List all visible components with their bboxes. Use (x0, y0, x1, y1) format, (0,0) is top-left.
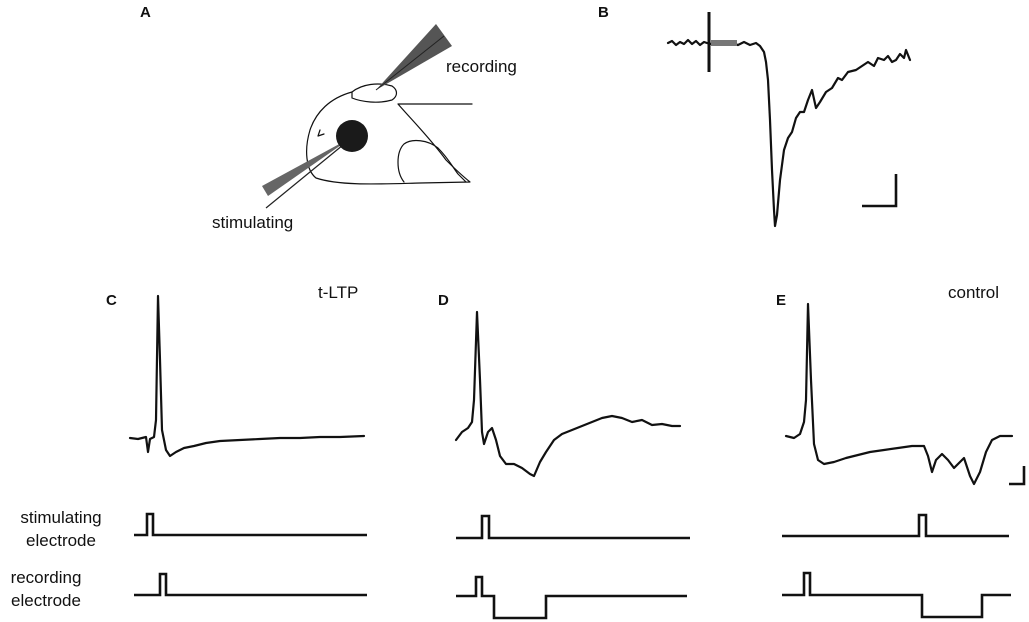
panel-e: E control (776, 283, 1026, 619)
panel-c: C t-LTP (106, 283, 367, 597)
recording-row-label-1: recording (11, 568, 82, 587)
t-ltp-stimulating-pulse (134, 512, 367, 537)
stimulation-site (336, 120, 368, 152)
stimulating-electrode (262, 136, 354, 196)
t-ltd-recording-pulse (456, 575, 687, 620)
stimulating-row-label-2: electrode (26, 531, 96, 550)
control-stimulating-pulse (782, 513, 1009, 538)
panel-d: D (438, 292, 690, 620)
stimulating-row-label-1: stimulating (20, 508, 101, 527)
t-ltp-trace (128, 294, 366, 458)
scale-bar-e (1009, 466, 1026, 486)
panel-c-letter: C (106, 292, 117, 309)
panel-a: A recording stimulating (140, 4, 517, 232)
control-recording-pulse (782, 571, 1011, 619)
slice-outline (306, 91, 473, 185)
recording-label: recording (446, 57, 517, 76)
stimulating-electrode-shaft (265, 135, 355, 209)
panel-e-title: control (948, 283, 999, 302)
slice-notch (317, 129, 325, 137)
t-ltp-recording-pulse (134, 572, 367, 597)
panel-e-letter: E (776, 292, 786, 309)
evoked-response-trace (666, 38, 912, 228)
t-ltd-trace (454, 310, 682, 478)
scale-bar-b (862, 174, 898, 208)
stimulus-bar (711, 40, 737, 46)
panel-b: B (598, 4, 912, 228)
panel-d-letter: D (438, 292, 449, 309)
panel-a-letter: A (140, 4, 151, 21)
recording-row-label-2: electrode (11, 591, 81, 610)
stimulating-label: stimulating (212, 213, 293, 232)
row-labels: stimulating electrode recording electrod… (11, 508, 102, 610)
recording-site (351, 83, 398, 103)
recording-electrode-tip (375, 35, 445, 91)
t-ltd-stimulating-pulse (456, 514, 690, 540)
recording-electrode (376, 24, 452, 90)
slice-lobe (397, 139, 467, 183)
panel-b-letter: B (598, 4, 609, 21)
control-trace (784, 302, 1014, 486)
panel-c-title: t-LTP (318, 283, 358, 302)
